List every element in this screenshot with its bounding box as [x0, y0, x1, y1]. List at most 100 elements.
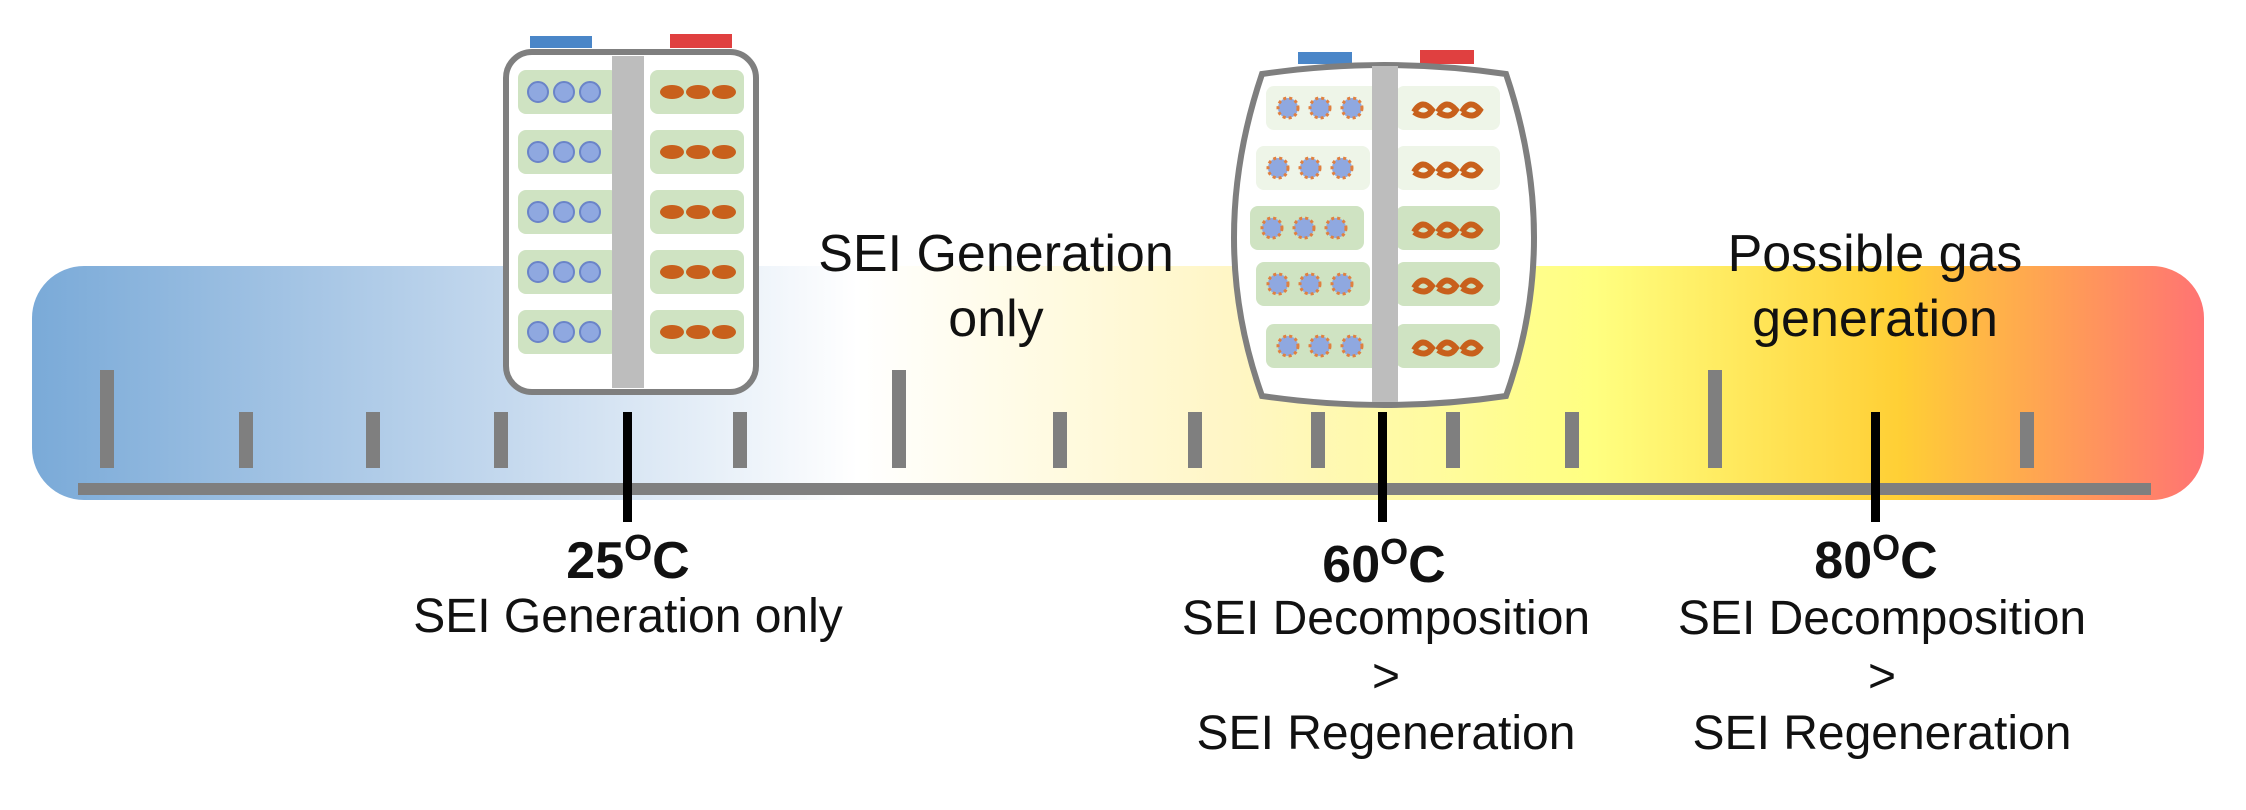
axis-tick — [1311, 412, 1325, 468]
anode-particle — [579, 201, 601, 223]
cathode-particle — [686, 205, 710, 219]
positive-tab — [1420, 50, 1474, 64]
zone-label-line: generation — [1752, 290, 1998, 348]
anode-particle — [1330, 156, 1354, 180]
anode-particle — [527, 141, 549, 163]
anode-particle — [1324, 216, 1348, 240]
anode-particle — [579, 321, 601, 343]
desc-label-80: SEI Decomposition > SEI Regeneration — [1678, 590, 2086, 763]
anode-particle — [1340, 96, 1364, 120]
cathode-particle — [712, 145, 736, 159]
anode-particle — [1298, 272, 1322, 296]
cathode-particle — [1435, 221, 1460, 239]
cathode-particle — [1411, 161, 1436, 179]
cathode-particle — [1435, 339, 1460, 357]
zone-label-line: SEI Generation — [818, 225, 1174, 283]
anode-particle — [1266, 272, 1290, 296]
cathode-particle — [1411, 101, 1436, 119]
battery-cell-swollen — [1231, 50, 1537, 408]
cathode-layer — [1396, 86, 1500, 130]
anode-particle — [553, 141, 575, 163]
anode-particle — [1298, 156, 1322, 180]
anode-particle — [1330, 272, 1354, 296]
degree-symbol: O — [1872, 527, 1901, 568]
temp-value: 60 — [1322, 536, 1381, 594]
anode-particle — [527, 81, 549, 103]
degree-symbol: O — [1380, 531, 1409, 572]
anode-particle — [553, 201, 575, 223]
separator — [612, 56, 644, 388]
marker-25c — [623, 412, 632, 522]
axis-tick — [494, 412, 508, 468]
desc-label-25: SEI Generation only — [413, 588, 843, 646]
separator — [1372, 66, 1398, 402]
cathode-particle — [660, 325, 684, 339]
anode-particle — [1292, 216, 1316, 240]
marker-80c — [1871, 412, 1880, 522]
temp-unit: C — [1408, 536, 1446, 594]
anode-particle — [527, 321, 549, 343]
cathode-particle — [1435, 277, 1460, 295]
cathode-particle — [1411, 277, 1436, 295]
cathode-layer — [1396, 262, 1500, 306]
cathode-particle — [1411, 339, 1436, 357]
battery-cell-normal — [503, 34, 759, 395]
zone-label-gas-generation: Possible gas generation — [1728, 222, 2023, 352]
positive-tab — [670, 34, 732, 48]
cathode-layer — [1396, 146, 1500, 190]
temp-label-25: 25OC — [566, 526, 689, 592]
desc-label-60: SEI Decomposition > SEI Regeneration — [1182, 590, 1590, 763]
desc-line: SEI Regeneration — [1692, 707, 2072, 761]
axis-tick — [1446, 412, 1460, 468]
axis-tick-major — [100, 370, 114, 468]
cathode-particle — [660, 85, 684, 99]
marker-60c — [1378, 412, 1387, 522]
anode-particle — [1340, 334, 1364, 358]
cathode-particle — [712, 325, 736, 339]
cathode-particle — [686, 265, 710, 279]
axis-tick — [1188, 412, 1202, 468]
zone-label-sei-generation: SEI Generation only — [818, 222, 1174, 352]
cathode-layer — [1396, 206, 1500, 250]
cathode-particle — [1459, 101, 1484, 119]
axis-tick — [1565, 412, 1579, 468]
temp-label-60: 60OC — [1322, 530, 1445, 596]
anode-particle — [1308, 96, 1332, 120]
cathode-layer — [1396, 324, 1500, 368]
cathode-particle — [1459, 221, 1484, 239]
cathode-particle — [1435, 101, 1460, 119]
anode-particle — [579, 261, 601, 283]
anode-particle — [553, 321, 575, 343]
cathode-particle — [686, 85, 710, 99]
cathode-particle — [1411, 221, 1436, 239]
temperature-axis — [78, 483, 2151, 495]
anode-particle — [527, 261, 549, 283]
temp-unit: C — [652, 532, 690, 590]
anode-particle — [553, 261, 575, 283]
anode-particle — [1276, 334, 1300, 358]
anode-particle — [579, 81, 601, 103]
axis-tick-major — [892, 370, 906, 468]
desc-line: SEI Generation only — [413, 590, 843, 643]
anode-particle — [579, 141, 601, 163]
axis-tick — [733, 412, 747, 468]
anode-particle — [1260, 216, 1284, 240]
cathode-particle — [712, 265, 736, 279]
cathode-particle — [686, 145, 710, 159]
cathode-particle — [660, 205, 684, 219]
axis-tick-major — [1708, 370, 1722, 468]
degree-symbol: O — [624, 527, 653, 568]
temperature-markers — [623, 412, 1880, 522]
desc-line: > — [1371, 649, 1401, 703]
desc-line: SEI Decomposition — [1181, 592, 1591, 645]
axis-tick — [366, 412, 380, 468]
anode-particle — [1266, 156, 1290, 180]
cathode-particle — [1459, 339, 1484, 357]
desc-line: SEI Decomposition — [1677, 592, 2087, 645]
anode-particle — [1308, 334, 1332, 358]
axis-ticks — [100, 370, 2034, 468]
cathode-particle — [712, 205, 736, 219]
cathode-particle — [660, 265, 684, 279]
axis-tick — [1053, 412, 1067, 468]
